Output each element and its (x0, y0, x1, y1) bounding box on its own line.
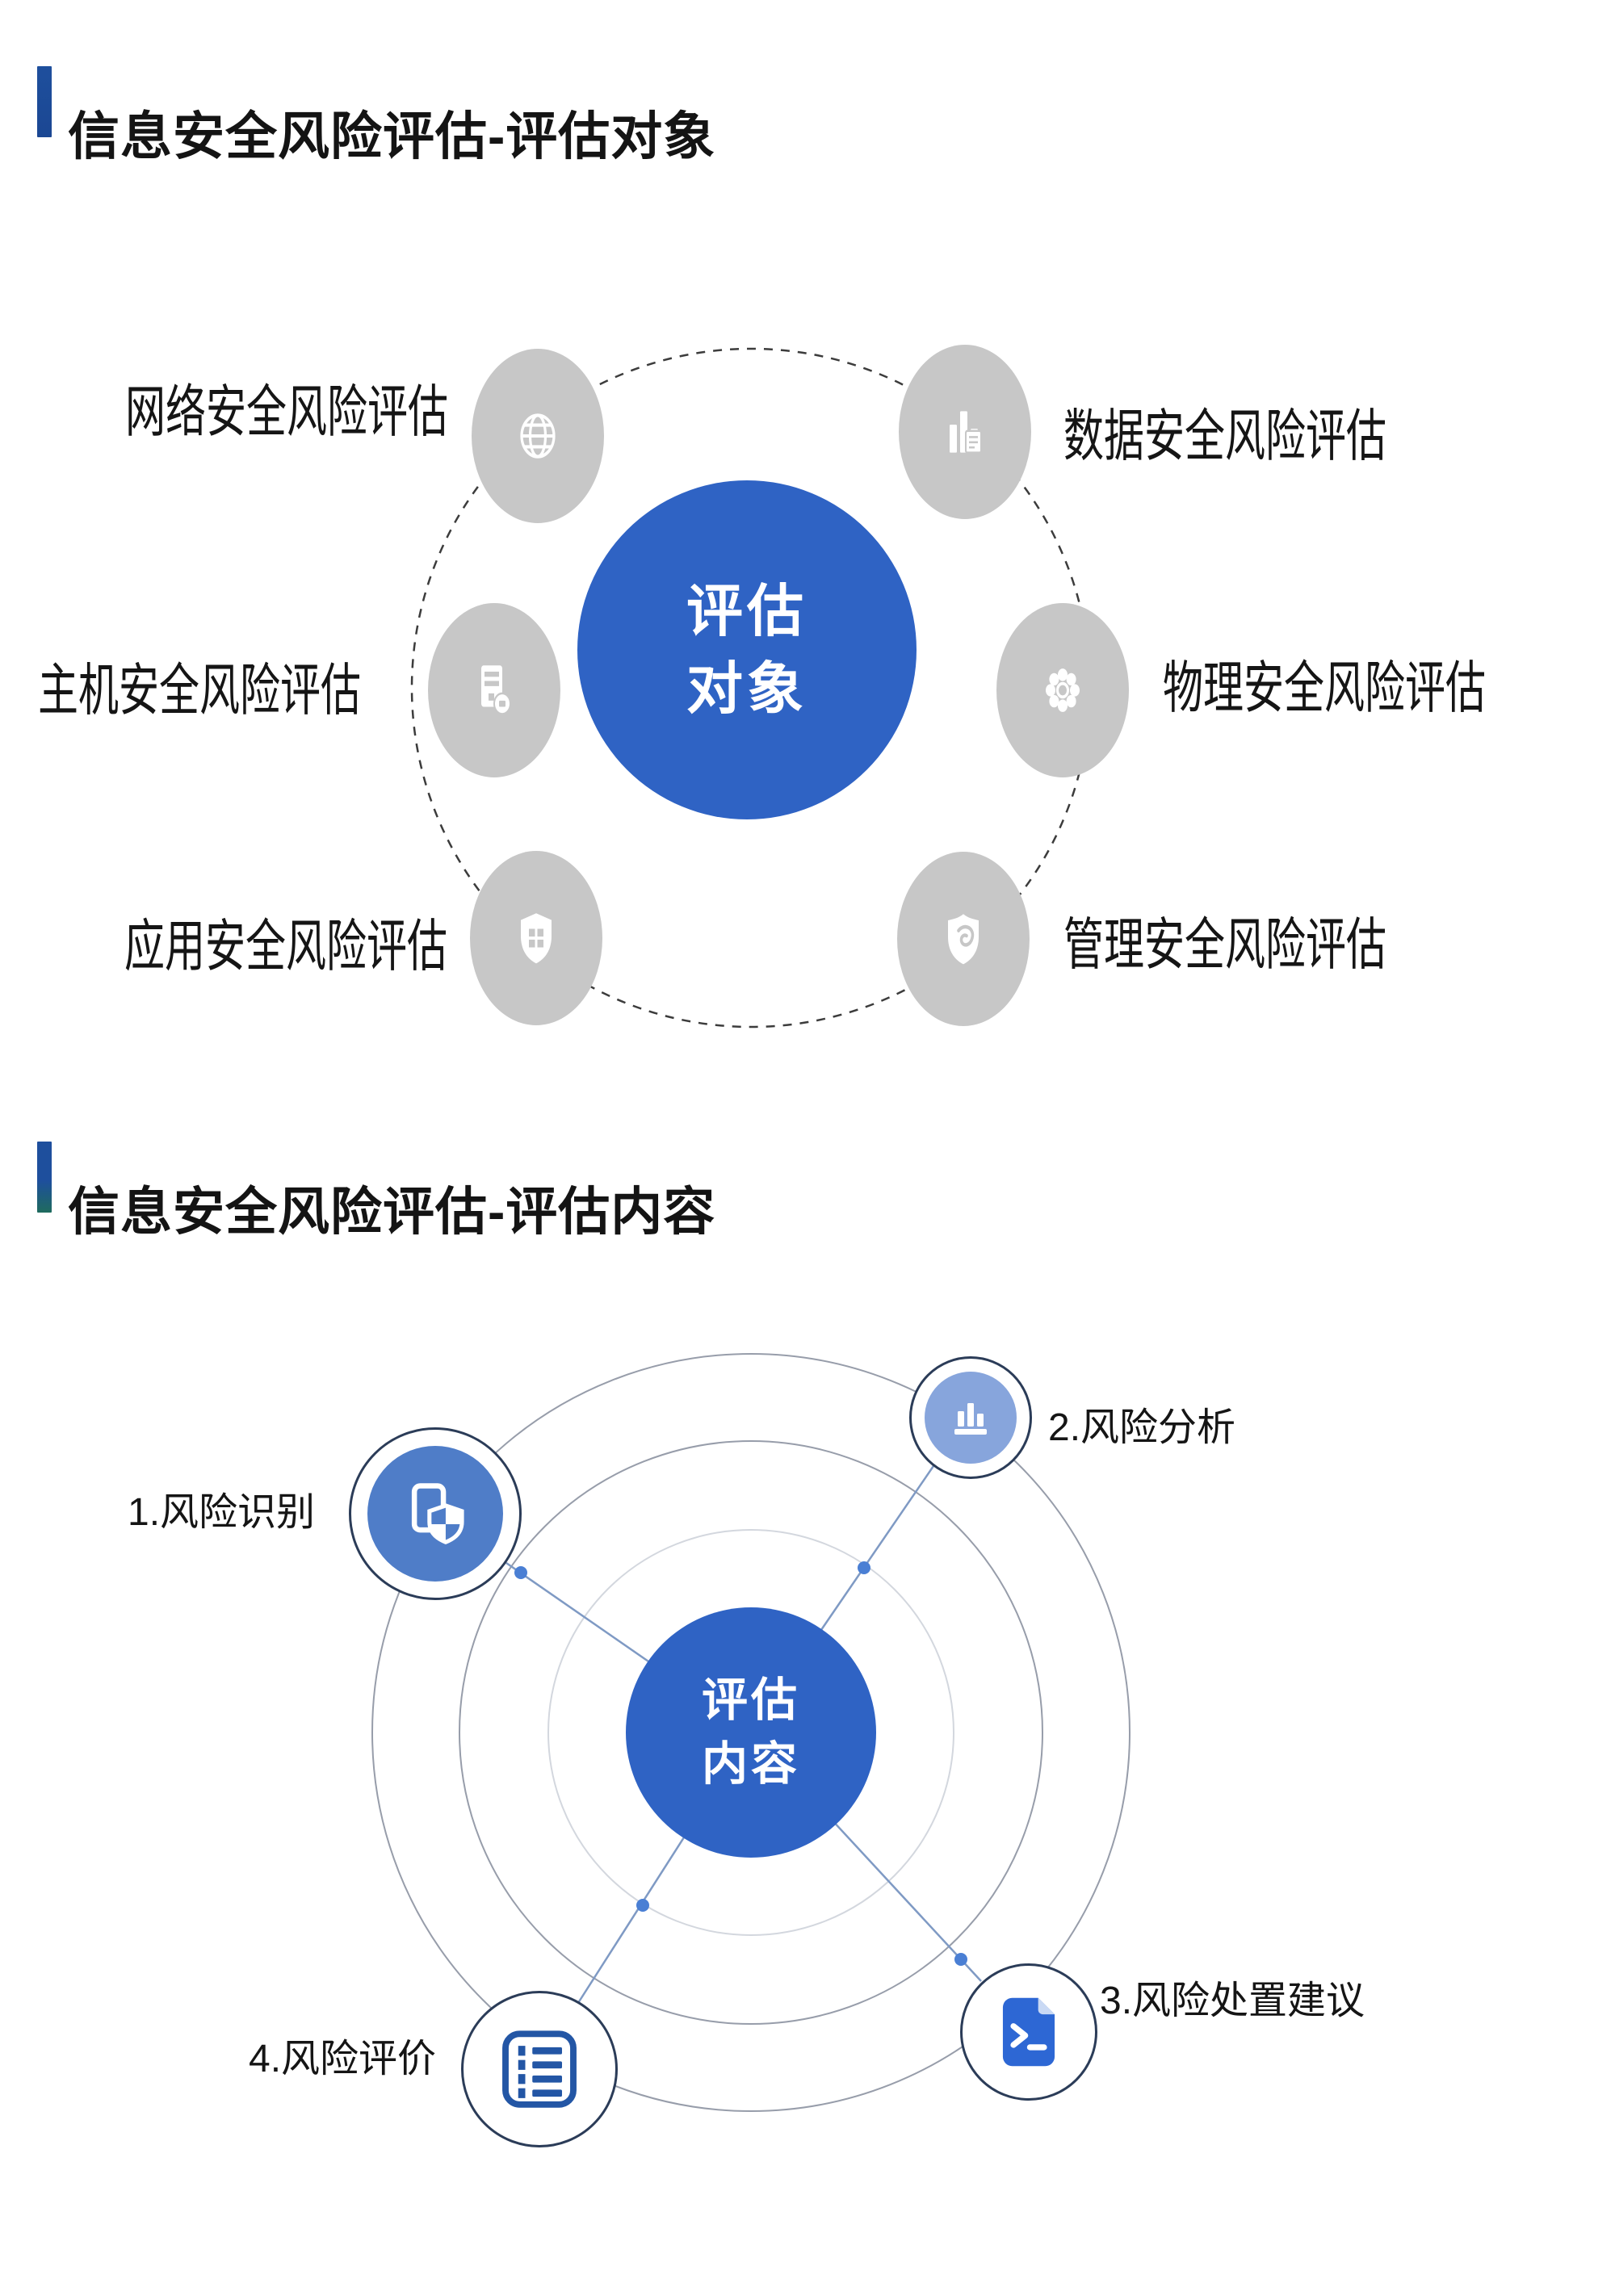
label-risk-evaluation: 4.风险评价 (249, 2038, 437, 2080)
label-host-security: 主机安全风险评估 (38, 658, 361, 723)
host-server-icon (481, 665, 511, 715)
label-application-security: 应用安全风险评估 (124, 914, 447, 978)
bar-chart-icon (954, 1403, 987, 1435)
atom-icon (1046, 668, 1080, 712)
shield-grid-icon (521, 913, 552, 964)
section2-title: 信息安全风险评估-评估内容 (68, 1182, 716, 1241)
node-risk-identification (349, 1427, 522, 1600)
node-risk-evaluation (461, 1991, 618, 2147)
hub1-label-line2: 对象 (686, 657, 808, 720)
outer-ring (371, 1353, 1130, 2112)
node-application-security (470, 851, 602, 1025)
middle-ring (459, 1440, 1043, 2025)
checklist-icon (502, 2030, 577, 2108)
label-network-security: 网络安全风险评估 (125, 379, 448, 444)
node-host-security (428, 603, 560, 777)
node-management-security (897, 852, 1030, 1026)
section1-title: 信息安全风险评估-评估对象 (68, 107, 716, 165)
terminal-doc-icon (1002, 1997, 1055, 2067)
shield-swirl-icon (948, 914, 979, 965)
inner-ring (547, 1529, 954, 1936)
hub1-label-line1: 评估 (686, 580, 808, 643)
label-risk-identification: 1.风险识别 (128, 1491, 316, 1534)
node-physical-security (996, 603, 1129, 777)
node-risk-analysis (909, 1356, 1032, 1479)
label-risk-treatment: 3.风险处置建议 (1100, 1980, 1365, 2022)
doc-shield-icon (411, 1483, 464, 1544)
assessment-object-hub: 评估 对象 (577, 480, 917, 819)
label-management-security: 管理安全风险评估 (1063, 912, 1386, 977)
node-risk-treatment (960, 1963, 1097, 2101)
globe-icon (520, 413, 556, 459)
label-data-security: 数据安全风险评估 (1063, 404, 1386, 468)
section2-accent-bar (37, 1142, 52, 1213)
node-data-security (899, 345, 1031, 519)
section1-accent-bar (37, 66, 52, 137)
hub2-label-line1: 评估 (702, 1674, 800, 1726)
connector-dots (514, 1561, 967, 1966)
label-risk-analysis: 2.风险分析 (1048, 1406, 1236, 1449)
assessment-content-hub: 评估 内容 (626, 1607, 876, 1858)
node-network-security (472, 349, 604, 523)
label-physical-security: 物理安全风险评估 (1163, 656, 1486, 720)
bar-chart-icon (950, 411, 982, 454)
hub2-label-line2: 内容 (702, 1738, 800, 1790)
